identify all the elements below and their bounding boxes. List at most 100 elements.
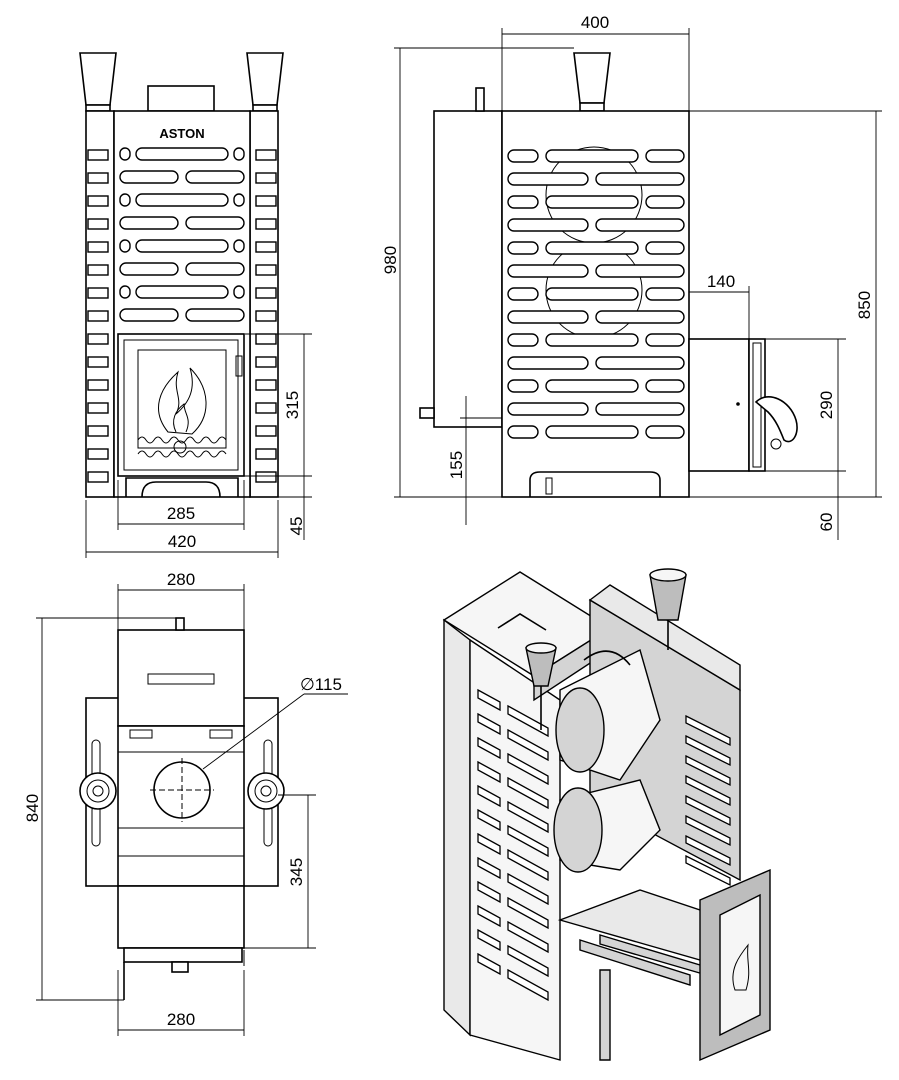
vent-slot: [477, 880, 501, 904]
side-vent-slot: [87, 218, 109, 230]
dim-depth: 400: [581, 13, 609, 32]
side-vent-slot: [87, 195, 109, 207]
side-vent-slot: [255, 241, 277, 253]
vent-slot: [645, 287, 685, 301]
vent-slot: [119, 239, 131, 253]
dim-body-height: 850: [855, 291, 874, 319]
side-vent-slot: [87, 172, 109, 184]
vent-slot: [545, 241, 639, 255]
vent-slot: [685, 814, 731, 847]
side-slots: [507, 149, 685, 439]
vent-slot: [507, 848, 549, 882]
vent-slot: [185, 170, 245, 184]
vent-slot: [119, 308, 179, 322]
vent-slot: [545, 195, 639, 209]
side-slots: [87, 149, 277, 483]
vent-slot: [507, 149, 539, 163]
left-wall-slots: [477, 688, 549, 1002]
side-vent-slot: [87, 425, 109, 437]
cup-base: [579, 102, 605, 112]
vent-slot: [507, 752, 549, 786]
dim-base-gap: 45: [287, 517, 306, 536]
water-tank: [433, 110, 503, 428]
cup-base-left: [85, 104, 111, 112]
top-body: [117, 725, 245, 887]
dim-bottom-width: 280: [167, 1010, 195, 1029]
vent-slot: [545, 333, 639, 347]
side-body: [501, 110, 690, 498]
dim-top-width: 280: [167, 570, 195, 589]
door-rivet: [736, 402, 740, 406]
door-frame-inner: [123, 339, 239, 471]
vent-slot: [119, 147, 131, 161]
isometric-cutaway-view: [442, 568, 771, 1062]
base-frame: [125, 477, 239, 497]
flame-icon-iso: [732, 943, 750, 991]
vent-slot: [545, 149, 639, 163]
side-vent-slot: [87, 356, 109, 368]
firebox-tunnel: [688, 338, 750, 472]
firebox-tunnel-top: [117, 885, 245, 949]
vent-slot: [685, 774, 731, 807]
vent-slot: [477, 784, 501, 808]
top-clip-right: [209, 729, 233, 739]
side-vent-slot: [87, 402, 109, 414]
side-vent-slot: [255, 149, 277, 161]
vent-slot: [507, 402, 589, 416]
base-arch: [141, 481, 221, 498]
vent-slot: [685, 754, 731, 787]
side-vent-slot: [255, 379, 277, 391]
vent-slot: [645, 195, 685, 209]
front-view: ASTON 315 285 45 420: [79, 52, 312, 558]
vent-slot: [233, 147, 245, 161]
grate-bars: [579, 939, 691, 986]
handle-knob-right: [247, 772, 285, 810]
grate-wave-icon: [137, 450, 227, 458]
vent-slot: [507, 704, 549, 738]
side-vent-slot: [255, 195, 277, 207]
vent-slot: [507, 425, 539, 439]
vent-slot: [477, 928, 501, 952]
outer-wall-front: [469, 638, 561, 1061]
vent-slot: [645, 333, 685, 347]
support-leg: [599, 969, 611, 1061]
vent-slot: [507, 920, 549, 954]
outer-wall-edge: [443, 618, 471, 1037]
side-base-cutout: [529, 471, 661, 497]
vent-slot: [507, 728, 549, 762]
side-panel-right: [249, 110, 279, 498]
vent-slot: [185, 262, 245, 276]
tank-handle: [497, 613, 547, 631]
tank-tap: [419, 407, 435, 419]
vent-slot: [507, 776, 549, 810]
vent-slot: [233, 239, 245, 253]
tank-pipe: [175, 617, 185, 631]
vent-slot: [685, 714, 731, 747]
firebox-door-top: [123, 947, 243, 963]
side-vent-slot: [87, 264, 109, 276]
dim-flue-diameter: ∅115: [300, 675, 342, 694]
side-vent-slot: [255, 264, 277, 276]
brand-logo: ASTON: [159, 126, 204, 141]
vent-slot: [507, 872, 549, 906]
vent-slot: [119, 216, 179, 230]
right-wall-slots: [685, 714, 731, 887]
side-vent-slot: [87, 287, 109, 299]
vent-slot: [685, 834, 731, 867]
side-vent-slot: [255, 471, 277, 483]
vent-slot: [185, 308, 245, 322]
vent-slot: [507, 379, 539, 393]
vent-slot: [595, 218, 685, 232]
side-vent-slot: [255, 287, 277, 299]
side-vent-slot: [87, 379, 109, 391]
vent-slot: [685, 854, 731, 887]
dim-door-height-side: 290: [817, 391, 836, 419]
front-slots: [119, 147, 245, 322]
side-vent-slot: [255, 402, 277, 414]
vent-slot: [233, 193, 245, 207]
dim-firebox-depth: 345: [287, 858, 306, 886]
vent-slot: [119, 262, 179, 276]
vent-slot: [119, 170, 179, 184]
dim-total-height: 980: [381, 246, 400, 274]
